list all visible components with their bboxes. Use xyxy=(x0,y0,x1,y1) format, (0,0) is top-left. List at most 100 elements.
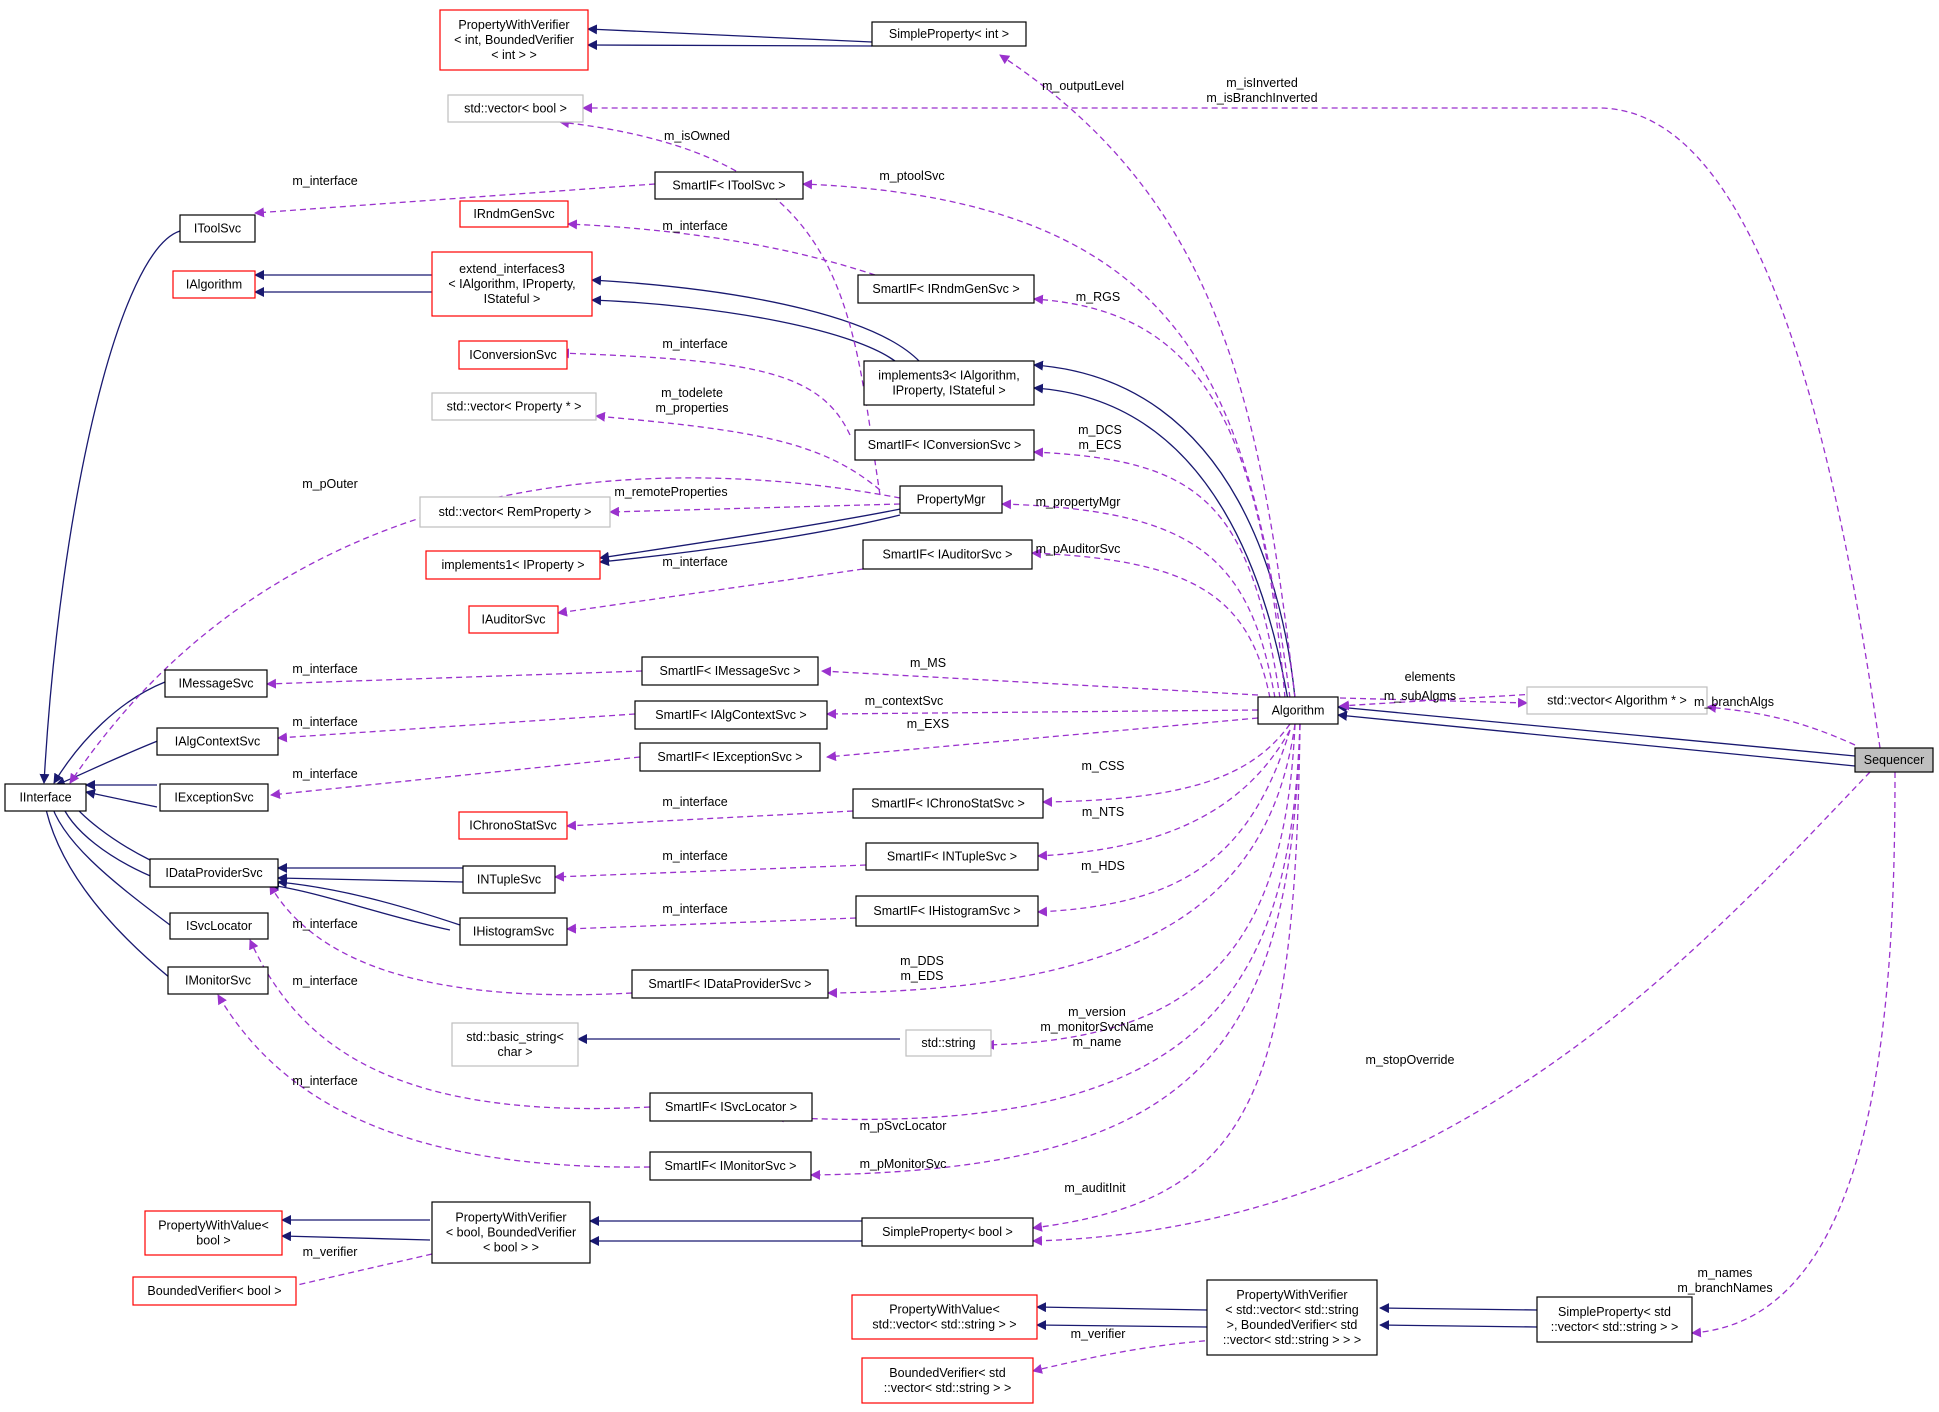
class-node-propmgr[interactable]: PropertyMgr xyxy=(899,485,1003,514)
class-node-smart-itoolsvc[interactable]: SmartIF< IToolSvc > xyxy=(654,171,804,200)
class-node-smart-intuple[interactable]: SmartIF< INTupleSvc > xyxy=(865,842,1039,871)
node-label: std::vector< bool > xyxy=(464,102,567,116)
class-node-pwv-vecstr[interactable]: PropertyWithVerifier< std::vector< std::… xyxy=(1206,1279,1378,1356)
usage-edge xyxy=(1037,729,1291,861)
class-node-extend3[interactable]: extend_interfaces3< IAlgorithm, IPropert… xyxy=(431,251,593,317)
usage-edge xyxy=(774,723,1301,1123)
class-node-pwv-bool[interactable]: PropertyWithVerifier< bool, BoundedVerif… xyxy=(431,1201,591,1264)
edge-label-iface-rndm: m_interface xyxy=(662,219,727,233)
usage-edge xyxy=(1001,499,1276,699)
node-box xyxy=(149,858,279,888)
node-box xyxy=(649,1151,812,1181)
class-node-irndmgensvc[interactable]: IRndmGenSvc xyxy=(459,200,569,228)
class-node-smart-iexc[interactable]: SmartIF< IExceptionSvc > xyxy=(639,742,821,772)
class-node-smart-iconv[interactable]: SmartIF< IConversionSvc > xyxy=(854,429,1035,461)
class-node-sp-vecstr[interactable]: SimpleProperty< std::vector< std::string… xyxy=(1536,1296,1693,1343)
usage-edge xyxy=(1033,447,1281,699)
class-node-smart-idataprov[interactable]: SmartIF< IDataProviderSvc > xyxy=(631,969,829,999)
node-label: PropertyWithValue< xyxy=(889,1303,1000,1317)
node-label: SmartIF< ISvcLocator > xyxy=(665,1100,797,1114)
node-label: std::vector< std::string > > xyxy=(872,1318,1016,1332)
node-label: IHistogramSvc xyxy=(473,925,554,939)
node-label: PropertyMgr xyxy=(917,493,986,507)
class-node-intuplesvc[interactable]: INTupleSvc xyxy=(462,865,556,894)
class-node-imonitorsvc[interactable]: IMonitorSvc xyxy=(167,966,269,995)
class-node-iconversionsvc[interactable]: IConversionSvc xyxy=(458,340,568,370)
class-node-ihistogramsvc[interactable]: IHistogramSvc xyxy=(459,917,568,946)
class-node-ialgcontextsvc[interactable]: IAlgContextSvc xyxy=(156,727,279,756)
edge-label-propmgr: m_propertyMgr xyxy=(1036,495,1121,509)
edge-label-isinverted: m_isBranchInverted xyxy=(1206,91,1317,105)
node-box xyxy=(419,496,611,528)
class-node-pwv-int[interactable]: PropertyWithVerifier< int, BoundedVerifi… xyxy=(439,9,589,71)
node-box xyxy=(857,274,1035,304)
edge-label-pmonitorsvc: m_pMonitorSvc xyxy=(860,1157,947,1171)
class-node-vec-alg[interactable]: std::vector< Algorithm * > xyxy=(1526,686,1708,715)
node-label: implements1< IProperty > xyxy=(441,558,584,572)
class-node-smart-imessage[interactable]: SmartIF< IMessageSvc > xyxy=(641,656,819,686)
inherit-edge xyxy=(58,799,161,881)
node-label: IMessageSvc xyxy=(178,677,253,691)
class-node-iexceptionsvc[interactable]: IExceptionSvc xyxy=(159,783,269,812)
class-node-itoolsvc[interactable]: IToolSvc xyxy=(179,214,256,243)
inherit-edge xyxy=(1036,1302,1208,1313)
class-node-smart-ihisto[interactable]: SmartIF< IHistogramSvc > xyxy=(855,895,1039,927)
node-box xyxy=(865,842,1039,871)
usage-edge xyxy=(595,411,881,491)
usage-edge xyxy=(217,994,651,1168)
class-node-smart-ichrono[interactable]: SmartIF< IChronoStatSvc > xyxy=(852,788,1044,819)
class-node-bv-vecstr[interactable]: BoundedVerifier< std::vector< std::strin… xyxy=(861,1357,1034,1404)
inherit-edge xyxy=(1379,1320,1538,1331)
class-node-smart-imonitor[interactable]: SmartIF< IMonitorSvc > xyxy=(649,1151,812,1181)
class-node-ichronostatsvc[interactable]: IChronoStatSvc xyxy=(458,811,568,840)
usage-edge xyxy=(984,723,1296,1050)
class-node-basic-string[interactable]: std::basic_string<char > xyxy=(451,1022,579,1067)
class-node-vec-bool[interactable]: std::vector< bool > xyxy=(447,94,584,123)
class-node-isvclocator[interactable]: ISvcLocator xyxy=(169,912,269,940)
class-node-impl1[interactable]: implements1< IProperty > xyxy=(425,550,601,580)
class-node-algorithm[interactable]: Algorithm xyxy=(1257,696,1339,725)
class-node-smart-irndm[interactable]: SmartIF< IRndmGenSvc > xyxy=(857,274,1035,304)
node-label: IAlgorithm xyxy=(186,278,242,292)
node-box xyxy=(144,1210,283,1256)
node-box xyxy=(169,912,269,940)
edge-label-isinverted: m_isInverted xyxy=(1226,76,1298,90)
node-box xyxy=(167,966,269,995)
usage-edge xyxy=(69,477,901,784)
class-node-ialgorithm[interactable]: IAlgorithm xyxy=(172,270,256,299)
usage-edge xyxy=(1032,1339,1216,1374)
node-box xyxy=(634,700,828,730)
class-node-smart-isvcloc[interactable]: SmartIF< ISvcLocator > xyxy=(649,1092,813,1122)
class-node-iauditorsvc[interactable]: IAuditorSvc xyxy=(468,605,559,634)
class-node-idataprovidersvc[interactable]: IDataProviderSvc xyxy=(149,858,279,888)
class-node-sp-bool[interactable]: SimpleProperty< bool > xyxy=(861,1217,1034,1247)
node-box xyxy=(1257,696,1339,725)
edge-label-branchalgs: m_branchAlgs xyxy=(1694,695,1774,709)
class-node-impl3[interactable]: implements3< IAlgorithm,IProperty, IStat… xyxy=(863,360,1035,406)
class-node-vec-prop[interactable]: std::vector< Property * > xyxy=(431,392,597,421)
node-label: std::basic_string< xyxy=(466,1030,564,1044)
node-box xyxy=(451,1022,579,1067)
class-node-vec-remprop[interactable]: std::vector< RemProperty > xyxy=(419,496,611,528)
inherit-edge xyxy=(599,504,921,562)
class-node-bv-bool[interactable]: BoundedVerifier< bool > xyxy=(132,1276,297,1306)
class-node-pwval-vecstr[interactable]: PropertyWithValue<std::vector< std::stri… xyxy=(851,1294,1038,1340)
inherit-edge xyxy=(1036,1320,1208,1331)
usage-edge xyxy=(1339,697,1528,708)
node-box xyxy=(1536,1296,1693,1343)
class-node-std-string[interactable]: std::string xyxy=(905,1029,992,1057)
class-node-smart-iauditor[interactable]: SmartIF< IAuditorSvc > xyxy=(862,539,1033,570)
class-node-iinterface[interactable]: IInterface xyxy=(4,783,87,812)
inherit-edge xyxy=(53,681,166,784)
node-label: < bool, BoundedVerifier xyxy=(446,1226,576,1240)
node-label: implements3< IAlgorithm, xyxy=(878,369,1019,383)
class-node-pwval-bool[interactable]: PropertyWithValue<bool > xyxy=(144,1210,283,1256)
usage-edge xyxy=(254,183,656,218)
class-node-smart-ialgctx[interactable]: SmartIF< IAlgContextSvc > xyxy=(634,700,828,730)
class-node-imessagesvc[interactable]: IMessageSvc xyxy=(164,669,268,698)
class-node-sequencer[interactable]: Sequencer xyxy=(1854,747,1934,773)
node-box xyxy=(855,895,1039,927)
node-label: std::vector< RemProperty > xyxy=(439,505,592,519)
edge-label-iface-monitor: m_interface xyxy=(292,1074,357,1088)
class-node-sp-int[interactable]: SimpleProperty< int > xyxy=(871,21,1027,47)
